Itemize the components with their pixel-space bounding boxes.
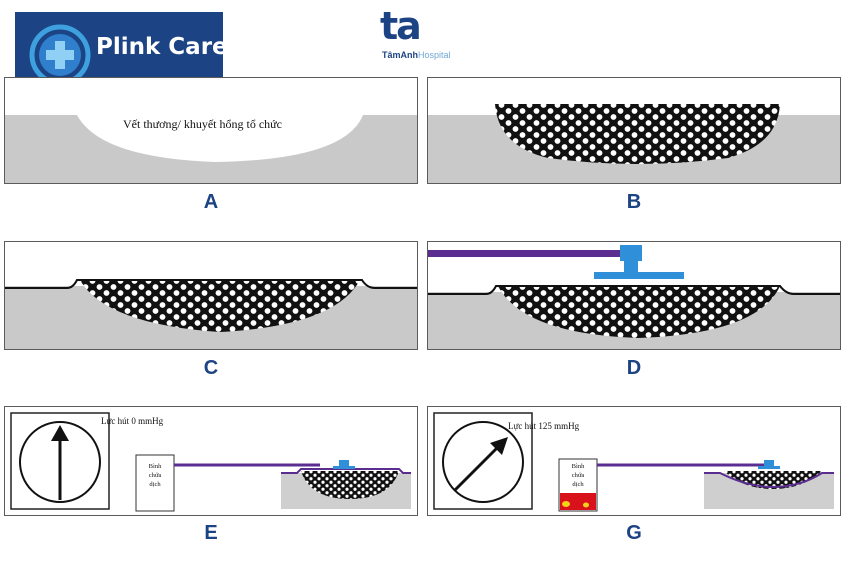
gauge-frame	[10, 412, 110, 510]
tube-connector	[620, 245, 642, 261]
panel-e-no-suction: Lực hút 0 mmHg Bình chứa dịch	[4, 406, 418, 516]
panel-g-suction: Lực hút 125 mmHg Bình chứa dịch	[427, 406, 841, 516]
panel-e-letter: E	[204, 522, 218, 544]
tube-connector	[764, 460, 774, 468]
panel-a-letter: A	[203, 191, 219, 213]
brand-name: Plink Care	[96, 34, 228, 60]
suction-tube	[428, 250, 622, 257]
panel-d-tubing	[427, 241, 841, 350]
foam-dressing	[301, 471, 399, 499]
pressure-gauge-icon	[19, 421, 101, 503]
adhesive-film	[704, 472, 834, 489]
panel-b-letter: B	[626, 191, 642, 213]
hospital-name: TâmAnhHospital	[382, 50, 451, 60]
panel-b-foam	[427, 77, 841, 184]
suction-label: Lực hút 125 mmHg	[508, 421, 580, 431]
wound-label: Vết thương/ khuyết hổng tổ chức	[123, 117, 282, 131]
gauge-frame	[433, 412, 533, 510]
pressure-gauge-icon	[442, 421, 524, 503]
panel-g-letter: G	[626, 522, 642, 544]
canister-label: Bình chứa dịch	[148, 463, 162, 488]
tube-connector	[339, 460, 349, 468]
foam-dressing	[495, 104, 780, 164]
connector-stem	[624, 260, 638, 274]
suction-label: Lực hút 0 mmHg	[101, 416, 164, 426]
hospital-name-light: Hospital	[418, 50, 451, 60]
panel-d-letter: D	[626, 357, 642, 379]
adhesive-film	[428, 285, 840, 295]
foam-dressing	[498, 286, 780, 338]
foam-dressing	[80, 280, 360, 332]
connector-pad	[333, 466, 355, 469]
hospital-mark: ta	[380, 4, 422, 48]
adhesive-film	[5, 279, 417, 289]
panel-c-letter: C	[203, 357, 219, 379]
canister-label: Bình chứa dịch	[571, 463, 585, 488]
fluid-particle	[562, 501, 570, 507]
panel-a-wound: Vết thương/ khuyết hổng tổ chức	[4, 77, 418, 184]
connector-pad	[758, 466, 780, 469]
connector-pad	[594, 272, 684, 279]
hospital-name-bold: TâmAnh	[382, 50, 418, 60]
panel-c-film	[4, 241, 418, 350]
wound-cavity	[77, 115, 363, 162]
fluid-particle	[583, 502, 589, 508]
fluid-canister	[135, 454, 175, 512]
